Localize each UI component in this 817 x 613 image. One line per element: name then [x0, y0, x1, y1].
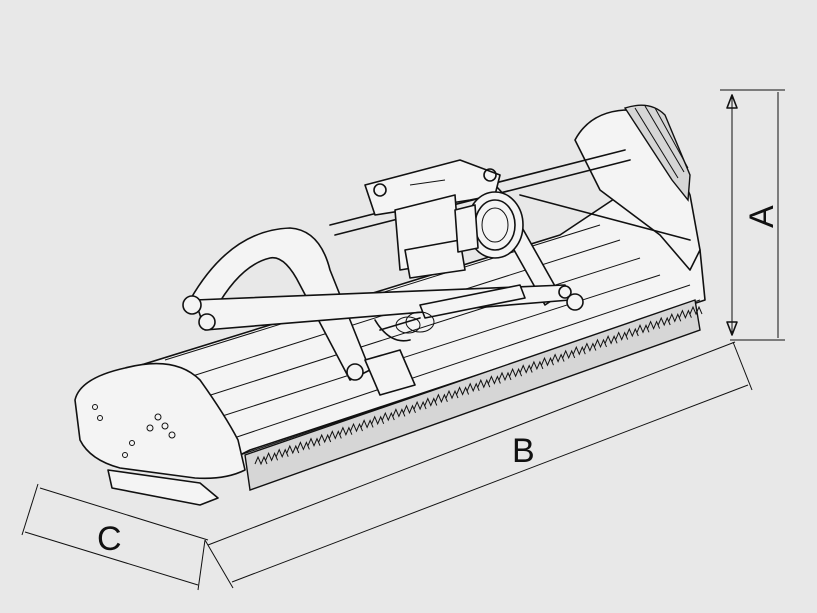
- roller-ridges: [634, 105, 689, 179]
- comb-tooth: [371, 415, 385, 426]
- comb-tooth: [615, 331, 629, 341]
- comb-tooth: [424, 397, 438, 407]
- comb-tooth: [392, 408, 406, 418]
- comb-tooth: [286, 444, 300, 455]
- comb-tooth: [647, 320, 661, 330]
- dimension-a-label: A: [743, 205, 781, 228]
- comb-tooth: [456, 386, 470, 396]
- dimension-c: C: [21, 483, 209, 591]
- gearbox: [364, 159, 501, 279]
- comb-tooth: [275, 448, 289, 458]
- dimension-b: B: [204, 341, 753, 589]
- comb-tooth: [360, 419, 374, 429]
- comb-tooth: [678, 309, 692, 319]
- front-bracket: [364, 349, 416, 396]
- comb-tooth: [519, 364, 533, 374]
- comb-tooth: [296, 441, 310, 451]
- comb-tooth: [318, 433, 332, 444]
- comb-tooth: [265, 452, 279, 462]
- comb-tooth: [583, 342, 597, 352]
- comb-tooth: [434, 393, 448, 404]
- comb-tooth: [498, 371, 512, 382]
- dimension-c-label: C: [97, 520, 122, 558]
- comb-tooth: [530, 360, 544, 371]
- comb-tooth: [403, 404, 416, 415]
- comb-tooth: [466, 382, 480, 393]
- left-plate-bolts: [92, 404, 176, 458]
- comb-tooth: [541, 356, 554, 367]
- comb-tooth: [350, 422, 363, 433]
- comb-tooth: [381, 411, 395, 422]
- comb-tooth: [413, 400, 427, 411]
- hitch-arm-left: [189, 227, 371, 381]
- comb-tooth: [477, 378, 491, 389]
- comb-tooth: [487, 375, 501, 385]
- hitch-pins: [182, 285, 584, 381]
- comb-tooth: [509, 367, 523, 378]
- mulcher-machine: [74, 104, 706, 506]
- comb-tooth: [339, 426, 353, 436]
- comb-tooth: [551, 353, 565, 363]
- rear-rod: [519, 194, 691, 241]
- dimension-a: A: [720, 89, 785, 341]
- comb-tooth: [668, 313, 682, 323]
- comb-tooth: [657, 316, 671, 327]
- comb-tooth: [328, 430, 342, 440]
- dimension-b-label: B: [512, 432, 535, 470]
- comb-tooth: [254, 455, 268, 466]
- comb-tooth: [572, 345, 586, 356]
- comb-tooth: [562, 349, 576, 360]
- comb-tooth: [625, 327, 639, 338]
- left-end-plate: [74, 362, 246, 480]
- comb-tooth: [594, 338, 607, 349]
- comb-tooth: [636, 324, 650, 334]
- comb-teeth: [254, 305, 703, 466]
- comb-tooth: [604, 335, 618, 345]
- belt-cover-roller: [623, 104, 691, 202]
- comb-tooth: [307, 437, 321, 447]
- hydraulic-cylinder: [374, 284, 526, 342]
- comb-tooth: [689, 305, 703, 316]
- comb-tooth: [445, 389, 459, 400]
- comb-strip: [244, 299, 701, 491]
- left-skid: [107, 469, 219, 506]
- pto-input-flange: [454, 191, 524, 259]
